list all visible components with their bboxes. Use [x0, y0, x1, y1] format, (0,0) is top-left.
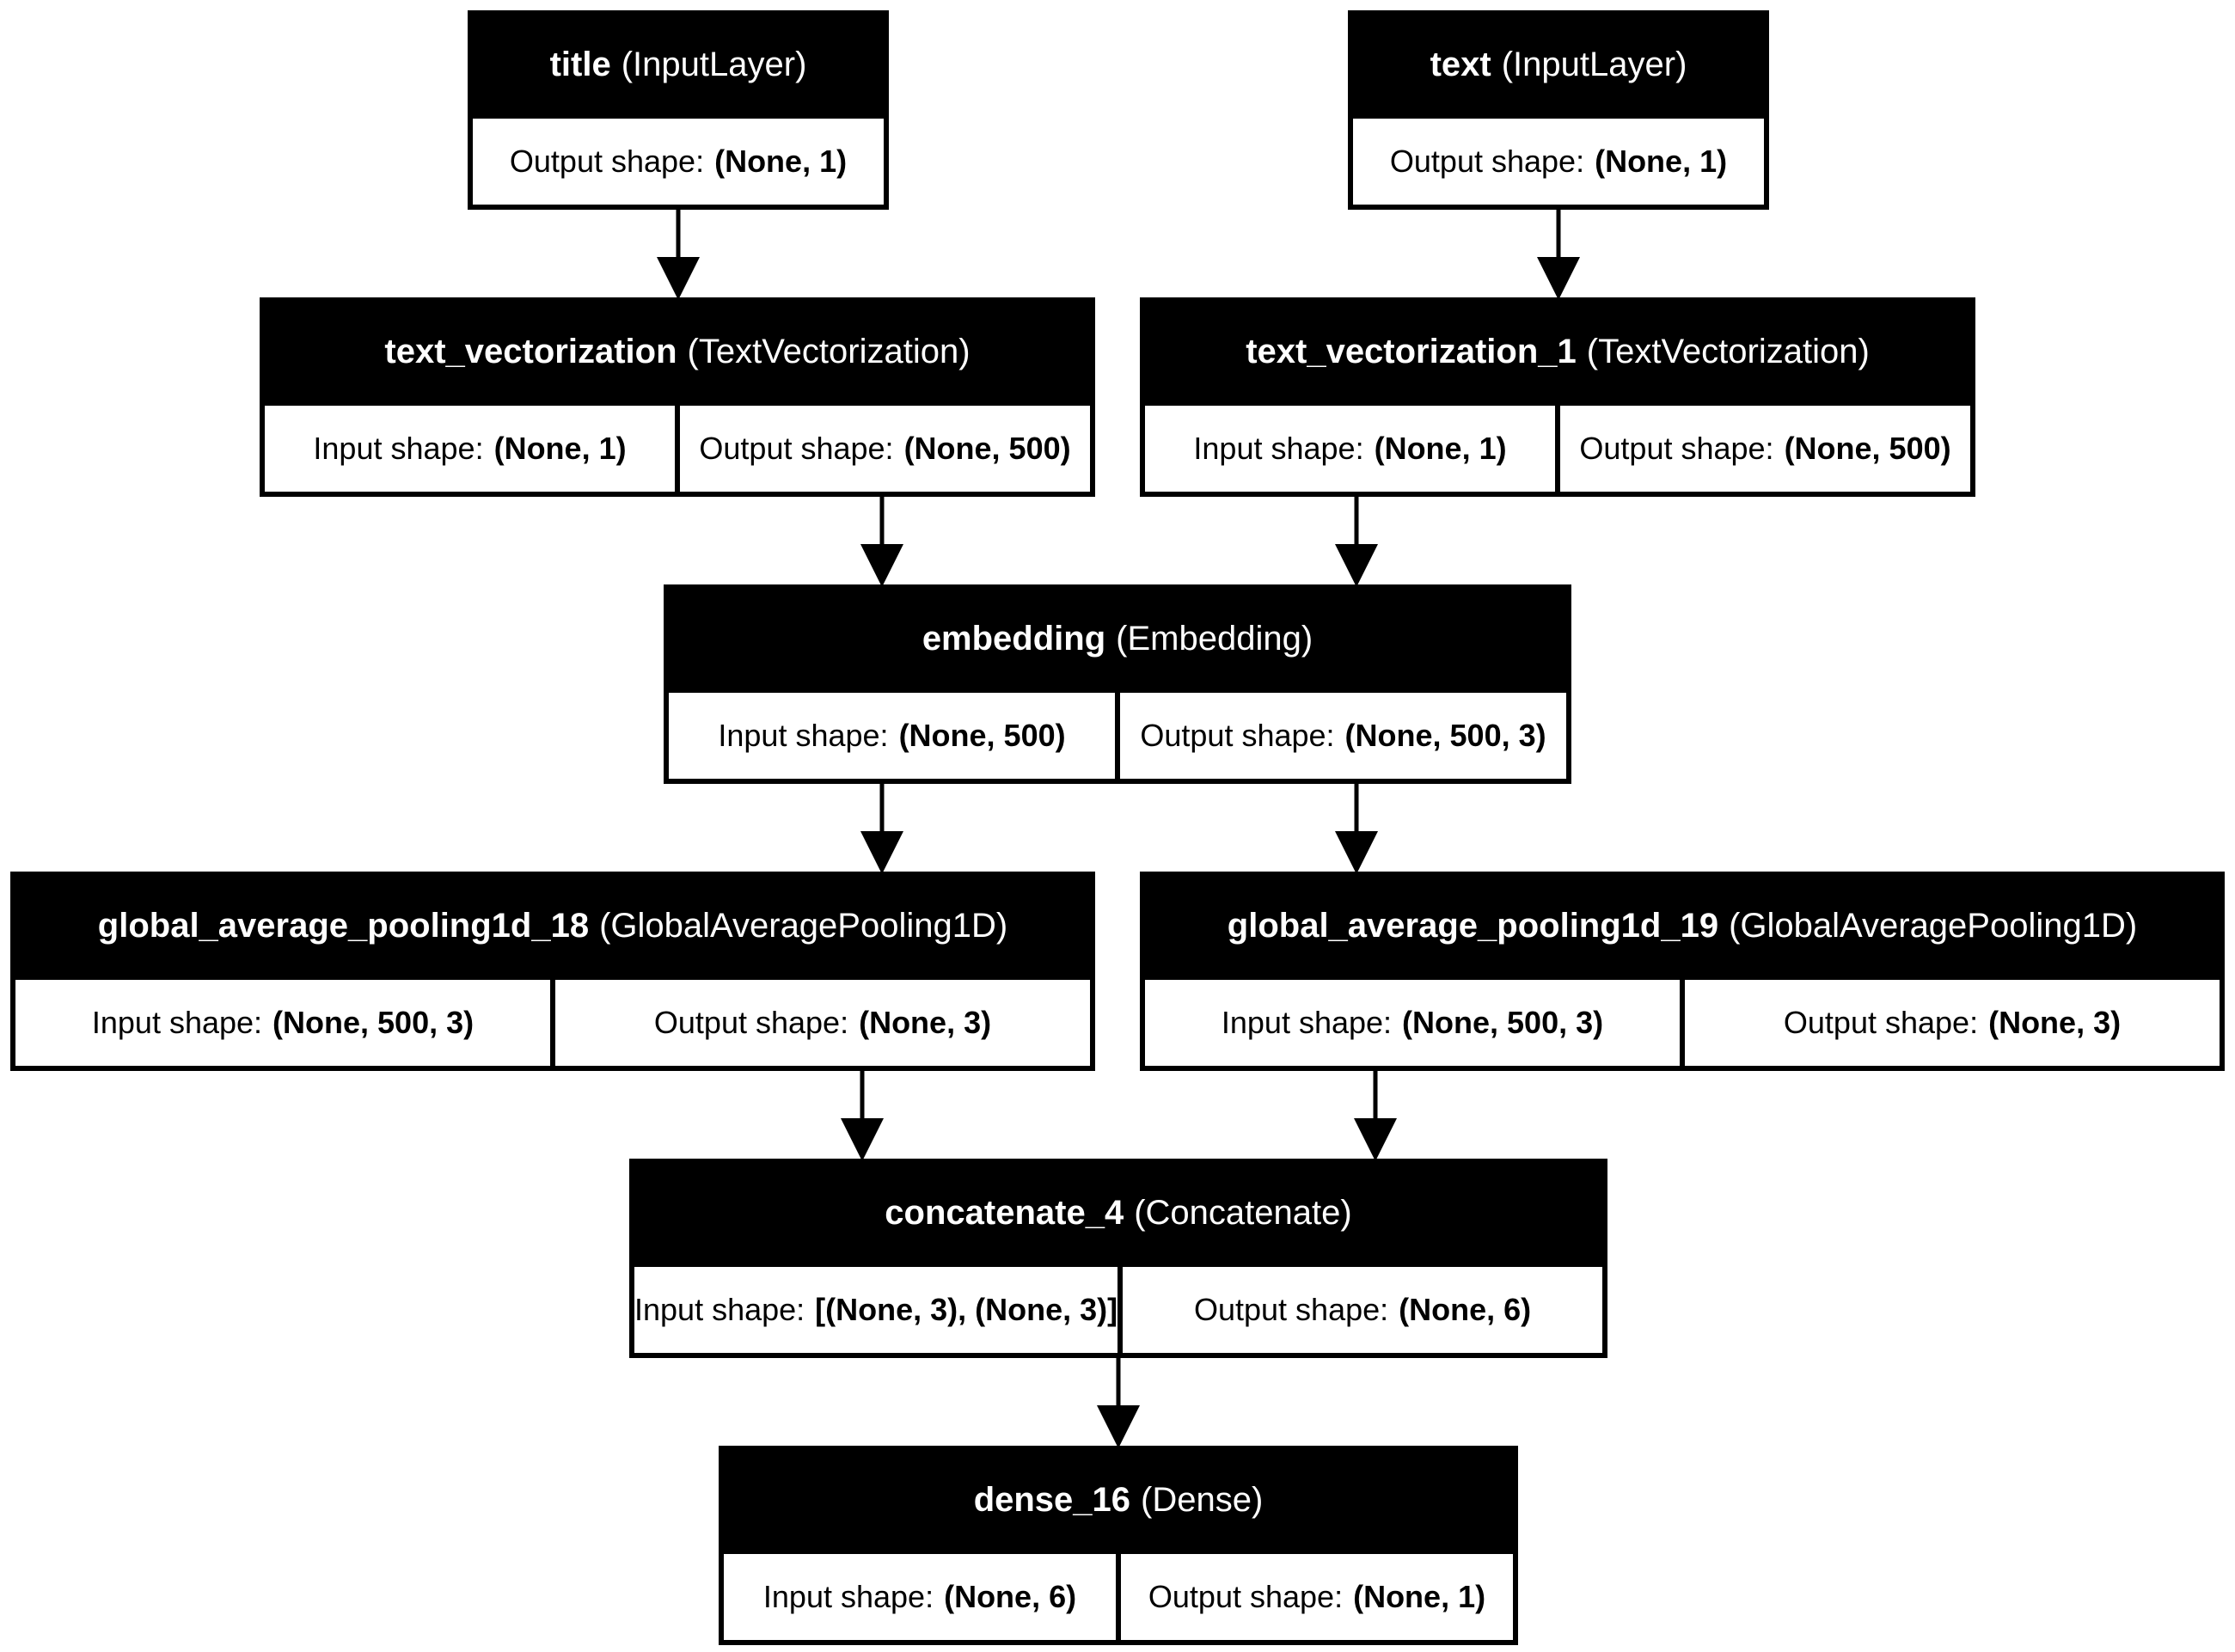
input-shape-cell: Input shape: (None, 6)	[724, 1554, 1116, 1640]
layer-header: embedding (Embedding)	[669, 590, 1566, 693]
layer-name: concatenate_4	[885, 1193, 1124, 1232]
shape-label: Input shape:	[91, 1005, 263, 1040]
layer-header: text_vectorization_1 (TextVectorization)	[1145, 303, 1970, 406]
layer-node-concatenate-4: concatenate_4 (Concatenate) Input shape:…	[629, 1159, 1607, 1358]
layer-header: global_average_pooling1d_19 (GlobalAvera…	[1145, 877, 2220, 980]
shape-value: (None, 1)	[493, 431, 627, 466]
output-shape-cell: Output shape: (None, 500, 3)	[1115, 693, 1566, 779]
layer-header: text (InputLayer)	[1353, 15, 1764, 119]
layer-type: (Dense)	[1141, 1480, 1264, 1519]
shape-value: (None, 6)	[1399, 1292, 1532, 1327]
output-shape-cell: Output shape: (None, 3)	[1680, 980, 2220, 1066]
shape-label: Input shape:	[634, 1292, 805, 1327]
layer-node-embedding: embedding (Embedding) Input shape: (None…	[664, 584, 1571, 784]
shape-label: Output shape:	[1389, 144, 1585, 179]
layer-node-dense-16: dense_16 (Dense) Input shape: (None, 6) …	[719, 1446, 1518, 1645]
output-shape-cell: Output shape: (None, 6)	[1118, 1267, 1602, 1353]
shape-value: (None, 3)	[859, 1005, 992, 1040]
shape-label: Input shape:	[1221, 1005, 1393, 1040]
layer-header: text_vectorization (TextVectorization)	[265, 303, 1090, 406]
layer-name: text_vectorization	[384, 332, 677, 370]
shape-label: Output shape:	[1148, 1579, 1344, 1614]
shape-label: Output shape:	[1783, 1005, 1979, 1040]
shape-label: Output shape:	[1193, 1292, 1389, 1327]
shape-label: Output shape:	[699, 431, 894, 466]
input-shape-cell: Input shape: (None, 1)	[1145, 406, 1555, 492]
shape-value: (None, 500)	[898, 718, 1066, 753]
shape-label: Output shape:	[1140, 718, 1335, 753]
layer-name: global_average_pooling1d_19	[1227, 906, 1719, 945]
layer-name: embedding	[922, 619, 1106, 658]
layer-type: (InputLayer)	[1501, 45, 1687, 83]
layer-header: dense_16 (Dense)	[724, 1451, 1513, 1554]
output-shape-cell: Output shape: (None, 3)	[550, 980, 1090, 1066]
layer-node-text-vectorization: text_vectorization (TextVectorization) I…	[260, 297, 1095, 497]
shape-label: Output shape:	[653, 1005, 849, 1040]
layer-type: (TextVectorization)	[1586, 332, 1870, 370]
shape-value: (None, 6)	[944, 1579, 1077, 1614]
layer-node-text: text (InputLayer) Output shape: (None, 1…	[1348, 10, 1769, 210]
layer-type: (GlobalAveragePooling1D)	[1729, 906, 2138, 945]
shape-value: (None, 500, 3)	[1402, 1005, 1604, 1040]
shape-label: Output shape:	[509, 144, 705, 179]
shape-value: (None, 500, 3)	[272, 1005, 475, 1040]
shape-label: Input shape:	[313, 431, 484, 466]
shape-label: Output shape:	[1579, 431, 1774, 466]
shape-label: Input shape:	[1193, 431, 1364, 466]
shape-value: (None, 1)	[1374, 431, 1507, 466]
layer-name: global_average_pooling1d_18	[97, 906, 590, 945]
layer-name: dense_16	[973, 1480, 1131, 1519]
layer-type: (TextVectorization)	[687, 332, 971, 370]
layer-name: title	[549, 45, 611, 83]
input-shape-cell: Input shape: (None, 500, 3)	[15, 980, 550, 1066]
shape-value: (None, 500)	[1784, 431, 1951, 466]
output-shape-cell: Output shape: (None, 500)	[1555, 406, 1970, 492]
shape-value: [(None, 3), (None, 3)]	[815, 1292, 1118, 1327]
layer-header: concatenate_4 (Concatenate)	[634, 1164, 1602, 1267]
output-shape-cell: Output shape: (None, 1)	[1116, 1554, 1513, 1640]
shape-value: (None, 3)	[1988, 1005, 2122, 1040]
shape-value: (None, 1)	[1353, 1579, 1486, 1614]
shape-label: Input shape:	[718, 718, 889, 753]
input-shape-cell: Input shape: (None, 500, 3)	[1145, 980, 1680, 1066]
layer-header: global_average_pooling1d_18 (GlobalAvera…	[15, 877, 1090, 980]
layer-name: text	[1430, 45, 1491, 83]
input-shape-cell: Input shape: [(None, 3), (None, 3)]	[634, 1267, 1118, 1353]
layer-type: (Concatenate)	[1134, 1193, 1352, 1232]
shape-cell: Output shape: (None, 1)	[1353, 119, 1764, 205]
shape-value: (None, 500)	[903, 431, 1071, 466]
layer-type: (InputLayer)	[621, 45, 807, 83]
layer-type: (Embedding)	[1116, 619, 1313, 658]
layer-node-text-vectorization-1: text_vectorization_1 (TextVectorization)…	[1140, 297, 1975, 497]
layer-header: title (InputLayer)	[473, 15, 884, 119]
layer-node-global-average-pooling1d-18: global_average_pooling1d_18 (GlobalAvera…	[10, 872, 1095, 1071]
shape-value: (None, 1)	[714, 144, 848, 179]
input-shape-cell: Input shape: (None, 500)	[669, 693, 1115, 779]
shape-value: (None, 500, 3)	[1344, 718, 1546, 753]
layer-name: text_vectorization_1	[1246, 332, 1577, 370]
layer-node-title: title (InputLayer) Output shape: (None, …	[468, 10, 889, 210]
shape-cell: Output shape: (None, 1)	[473, 119, 884, 205]
output-shape-cell: Output shape: (None, 500)	[675, 406, 1090, 492]
input-shape-cell: Input shape: (None, 1)	[265, 406, 675, 492]
shape-label: Input shape:	[762, 1579, 934, 1614]
shape-value: (None, 1)	[1595, 144, 1728, 179]
layer-node-global-average-pooling1d-19: global_average_pooling1d_19 (GlobalAvera…	[1140, 872, 2225, 1071]
layer-type: (GlobalAveragePooling1D)	[599, 906, 1008, 945]
